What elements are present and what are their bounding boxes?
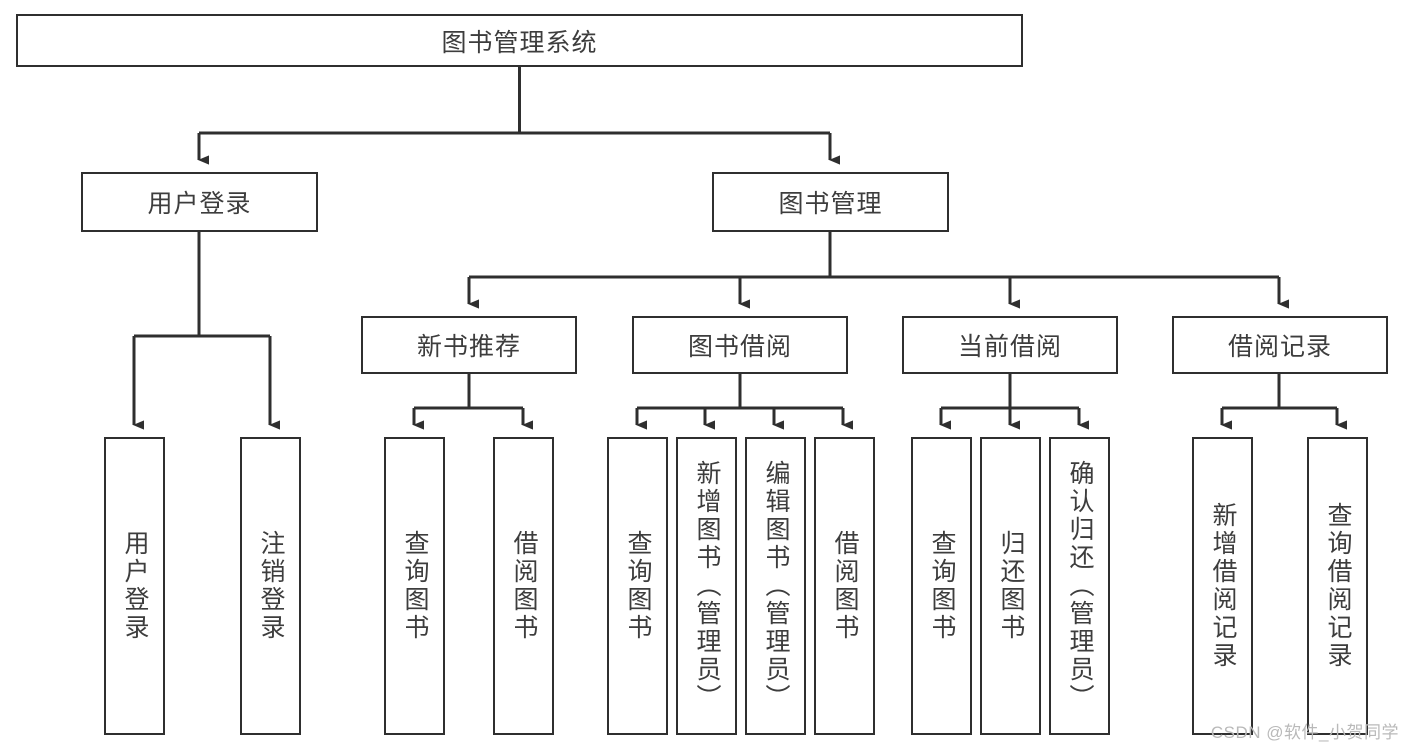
node-leaf-query-record[interactable]: 查询借阅记录 bbox=[1307, 437, 1368, 735]
node-leaf-user-logout-label: 注销登录 bbox=[257, 530, 285, 642]
node-leaf-borrow-book-1[interactable]: 借阅图书 bbox=[493, 437, 554, 735]
node-leaf-add-book[interactable]: 新增图书（管理员） bbox=[676, 437, 737, 735]
node-leaf-edit-book[interactable]: 编辑图书（管理员） bbox=[745, 437, 806, 735]
node-user-login-label: 用户登录 bbox=[147, 190, 252, 218]
node-leaf-query-book-1[interactable]: 查询图书 bbox=[384, 437, 445, 735]
node-leaf-add-book-label: 新增图书（管理员） bbox=[693, 460, 721, 712]
node-book-borrow-label: 图书借阅 bbox=[687, 333, 792, 361]
node-leaf-add-record[interactable]: 新增借阅记录 bbox=[1192, 437, 1253, 735]
node-leaf-query-book-1-label: 查询图书 bbox=[401, 530, 429, 642]
node-borrow-record[interactable]: 借阅记录 bbox=[1172, 316, 1388, 374]
node-leaf-edit-book-label: 编辑图书（管理员） bbox=[762, 460, 790, 712]
node-leaf-user-login[interactable]: 用户登录 bbox=[104, 437, 165, 735]
node-leaf-query-record-label: 查询借阅记录 bbox=[1324, 502, 1352, 670]
node-root-label: 图书管理系统 bbox=[441, 28, 598, 57]
node-leaf-borrow-book-2[interactable]: 借阅图书 bbox=[814, 437, 875, 735]
node-leaf-query-book-3-label: 查询图书 bbox=[928, 530, 956, 642]
node-leaf-query-book-2[interactable]: 查询图书 bbox=[607, 437, 668, 735]
node-leaf-query-book-3[interactable]: 查询图书 bbox=[911, 437, 972, 735]
node-leaf-add-record-label: 新增借阅记录 bbox=[1209, 502, 1237, 670]
node-leaf-confirm-return[interactable]: 确认归还（管理员） bbox=[1049, 437, 1110, 735]
node-book-borrow[interactable]: 图书借阅 bbox=[632, 316, 848, 374]
node-leaf-return-book-label: 归还图书 bbox=[997, 530, 1025, 642]
node-leaf-query-book-2-label: 查询图书 bbox=[624, 530, 652, 642]
node-current-borrow[interactable]: 当前借阅 bbox=[902, 316, 1118, 374]
node-leaf-user-logout[interactable]: 注销登录 bbox=[240, 437, 301, 735]
node-leaf-return-book[interactable]: 归还图书 bbox=[980, 437, 1041, 735]
node-leaf-borrow-book-1-label: 借阅图书 bbox=[510, 530, 538, 642]
node-root[interactable]: 图书管理系统 bbox=[16, 14, 1023, 67]
node-borrow-record-label: 借阅记录 bbox=[1227, 333, 1332, 361]
node-book-manage[interactable]: 图书管理 bbox=[712, 172, 949, 232]
node-user-login[interactable]: 用户登录 bbox=[81, 172, 318, 232]
node-leaf-user-login-label: 用户登录 bbox=[121, 530, 149, 642]
watermark-text: CSDN @软件_小贺同学 bbox=[1210, 723, 1399, 742]
node-leaf-borrow-book-2-label: 借阅图书 bbox=[831, 530, 859, 642]
node-new-book-recommend-label: 新书推荐 bbox=[416, 333, 521, 361]
node-current-borrow-label: 当前借阅 bbox=[957, 333, 1062, 361]
node-new-book-recommend[interactable]: 新书推荐 bbox=[361, 316, 577, 374]
node-book-manage-label: 图书管理 bbox=[778, 190, 883, 218]
node-leaf-confirm-return-label: 确认归还（管理员） bbox=[1066, 460, 1094, 712]
